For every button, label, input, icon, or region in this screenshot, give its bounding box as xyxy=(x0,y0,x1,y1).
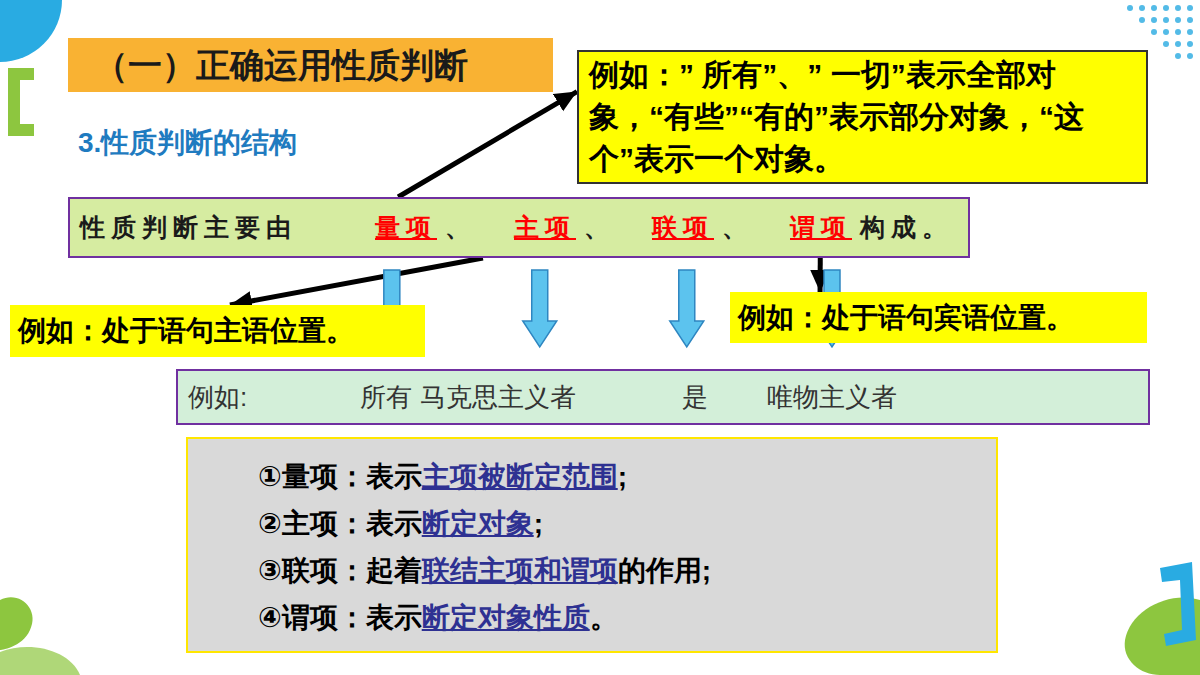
definition-line: ④谓项：表示断定对象性质。 xyxy=(258,594,986,641)
callout-box: 例如：处于语句主语位置。 xyxy=(10,305,425,357)
node-text: 。 xyxy=(590,602,618,633)
example-box: 例如: 所有马克思主义者 是 唯物主义者 xyxy=(176,369,1150,425)
node-text: 的作用; xyxy=(618,555,711,586)
term-text: 主项 xyxy=(514,199,576,256)
corner-blob xyxy=(0,0,62,62)
node-text: 例如：处于语句主语位置。 xyxy=(18,305,417,357)
node-text: 、 xyxy=(584,199,615,256)
node-text: 、 xyxy=(445,199,476,256)
key-phrase: 断定对象 xyxy=(422,508,534,539)
node-text: 所有 xyxy=(360,371,412,423)
key-phrase: 主项被断定范围 xyxy=(422,461,618,492)
bracket xyxy=(1160,562,1196,646)
title-box: （一）正确运用性质判断 xyxy=(68,38,553,92)
node-text: 例如：” 所有”、” 一切”表示全部对象，“有些”“有的”表示部分对象，“这个”… xyxy=(589,54,1136,180)
key-phrase: 联结主项和谓项 xyxy=(422,555,618,586)
down-arrow xyxy=(670,270,704,347)
pointer-arrow xyxy=(398,92,577,197)
term-text: 量项 xyxy=(375,199,437,256)
node-text: （一）正确运用性质判断 xyxy=(94,38,543,92)
corner-blob xyxy=(0,647,80,675)
definition-box: ①量项：表示主项被断定范围;②主项：表示断定对象;③联项：起着联结主项和谓项的作… xyxy=(186,437,998,653)
subtitle: 3.性质判断的结构 xyxy=(78,124,297,162)
bracket xyxy=(8,68,34,136)
node-text: 是 xyxy=(682,371,708,423)
node-text: 唯物主义者 xyxy=(767,371,897,423)
node-text: ③联项：起着 xyxy=(258,555,422,586)
node-text: 、 xyxy=(722,199,753,256)
node-text: ; xyxy=(618,461,627,492)
definition-line: ①量项：表示主项被断定范围; xyxy=(258,453,986,500)
term-text: 谓项 xyxy=(790,199,852,256)
corner-blob xyxy=(0,597,33,650)
node-text: 构成。 xyxy=(860,199,953,256)
node-text: ②主项：表示 xyxy=(258,508,422,539)
node-text: ; xyxy=(534,508,543,539)
callout-box: 例如：” 所有”、” 一切”表示全部对象，“有些”“有的”表示部分对象，“这个”… xyxy=(577,50,1148,184)
callout-box: 例如：处于语句宾语位置。 xyxy=(730,292,1147,343)
pointer-arrow xyxy=(818,258,823,292)
node-text: ④谓项：表示 xyxy=(258,602,422,633)
definition-line: ③联项：起着联结主项和谓项的作用; xyxy=(258,547,986,594)
down-arrow xyxy=(523,270,557,347)
node-text: 例如: xyxy=(188,371,247,423)
node-text: 马克思主义者 xyxy=(420,371,576,423)
node-text: 性质判断主要由 xyxy=(80,199,297,256)
node-text: ①量项：表示 xyxy=(258,461,422,492)
node-text: 例如：处于语句宾语位置。 xyxy=(738,292,1139,343)
definition-line: ②主项：表示断定对象; xyxy=(258,500,986,547)
structure-box: 性质判断主要由量项、主项、联项、谓项构成。 xyxy=(68,197,970,258)
pointer-arrow xyxy=(230,258,483,305)
term-text: 联项 xyxy=(652,199,714,256)
key-phrase: 断定对象性质 xyxy=(422,602,590,633)
